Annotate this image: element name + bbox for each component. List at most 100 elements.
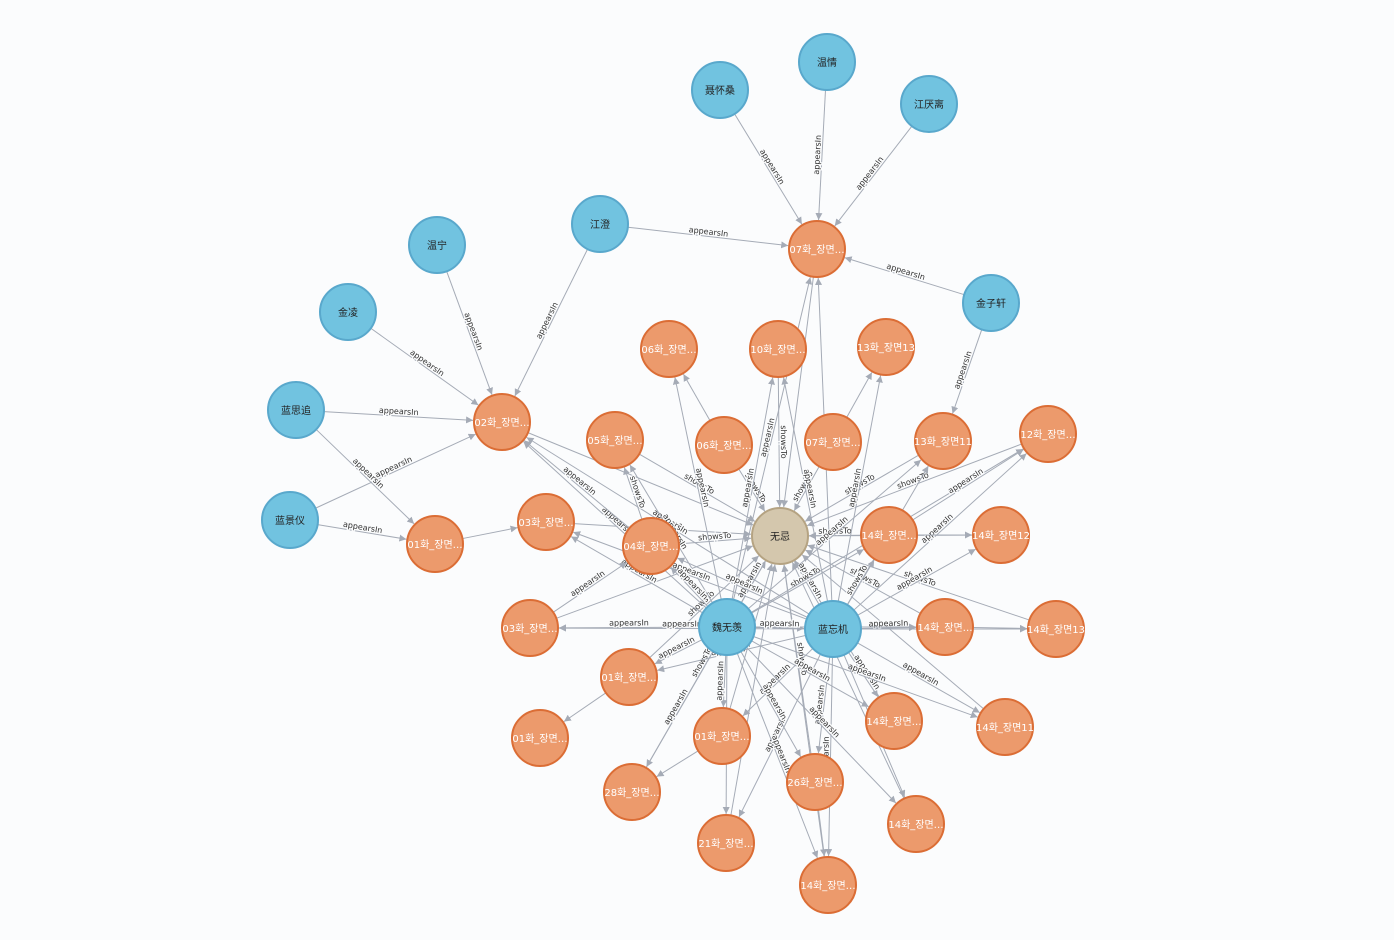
edge-line[interactable] [672,377,722,600]
edge-line[interactable] [527,432,754,526]
edge[interactable] [972,624,1028,632]
edge-line[interactable] [552,561,628,613]
edge-line[interactable] [446,271,493,395]
node-circle[interactable] [571,195,629,253]
node-circle[interactable] [319,283,377,341]
edge[interactable]: appearsIn [514,248,589,397]
edge-line[interactable] [805,549,921,614]
node-scene[interactable]: 13화_장면11 [914,412,972,470]
edge[interactable] [730,564,778,816]
edge[interactable]: appearsIn [713,654,728,708]
edge-line[interactable] [781,276,814,508]
edge-line[interactable] [776,376,784,508]
node-circle[interactable] [695,416,753,474]
edge-line[interactable] [742,648,814,717]
edge-line[interactable] [754,624,805,632]
edge-line[interactable] [370,327,479,406]
node-scene[interactable]: 05화_장면… [586,411,644,469]
node-circle[interactable] [586,411,644,469]
node-scene[interactable]: 02화_장면… [473,393,531,451]
edge-line[interactable] [740,651,802,758]
edge[interactable] [656,750,699,778]
node-circle[interactable] [976,698,1034,756]
node-scene[interactable]: 06화_장면… [640,320,698,378]
edge[interactable]: appearsIn [627,224,789,249]
edge-line[interactable] [627,226,789,249]
edge-line[interactable] [656,750,699,778]
edge-line[interactable] [806,443,1023,527]
node-circle[interactable] [600,648,658,706]
edge[interactable]: appearsIn [951,329,983,414]
node-circle[interactable] [804,600,862,658]
edge[interactable]: appearsIn [834,125,913,227]
node-circle[interactable] [962,274,1020,332]
edge[interactable]: appearsIn [315,433,476,509]
edge-line[interactable] [793,466,820,511]
node-scene[interactable]: 14화_장면… [916,598,974,656]
node-circle[interactable] [900,75,958,133]
edge-line[interactable] [315,429,415,525]
edge-line[interactable] [848,652,879,698]
node-circle[interactable] [798,33,856,91]
edge[interactable]: appearsIn [315,429,415,525]
node-circle[interactable] [517,493,575,551]
edge[interactable]: appearsIn [558,618,806,632]
node-circle[interactable] [1019,405,1077,463]
edge-line[interactable] [677,557,808,618]
edge-line[interactable] [844,256,965,296]
node-circle[interactable] [511,709,569,767]
edge[interactable]: appearsIn [317,519,407,542]
edge-line[interactable] [746,646,897,804]
node-circle[interactable] [501,599,559,657]
node-scene[interactable]: 03화_장면… [501,599,559,657]
node-circle[interactable] [622,517,680,575]
node-circle[interactable] [408,216,466,274]
edge-line[interactable] [815,656,831,754]
edge-line[interactable] [751,548,865,614]
node-person[interactable]: 金凌 [319,283,377,341]
node-circle[interactable] [865,692,923,750]
edge[interactable] [801,554,984,710]
node-person[interactable]: 魏无羡 [698,598,756,656]
edge[interactable]: appearsIn [734,113,803,225]
node-circle[interactable] [698,598,756,656]
node-scene[interactable]: 01화_장면… [511,709,569,767]
node-circle[interactable] [267,381,325,439]
node-person[interactable]: 蓝思追 [267,381,325,439]
edge-line[interactable] [572,531,807,620]
node-circle[interactable] [1027,600,1085,658]
edge-line[interactable] [738,653,821,818]
node-circle[interactable] [804,413,862,471]
node-circle[interactable] [693,707,751,765]
node-circle[interactable] [691,61,749,119]
edge[interactable] [527,432,754,526]
edge[interactable] [682,373,711,421]
node-person[interactable]: 金子轩 [962,274,1020,332]
edge-line[interactable] [678,535,752,545]
edge-line[interactable] [570,536,704,614]
edge-line[interactable] [751,640,869,708]
node-scene[interactable]: 12화_장면… [1019,405,1077,463]
node-circle[interactable] [261,491,319,549]
edge-line[interactable] [623,467,643,520]
edge-line[interactable] [736,652,819,859]
node-scene[interactable]: 28화_장면… [603,763,661,821]
edge[interactable] [563,692,607,723]
node-circle[interactable] [914,412,972,470]
node-scene[interactable]: 26화_장면… [786,753,844,811]
edge[interactable]: showsTo [623,467,648,520]
edge[interactable]: appearsIn [370,327,479,406]
node-scene[interactable]: 03화_장면… [517,493,575,551]
edge[interactable]: appearsIn [323,405,474,424]
edge[interactable]: appearsIn [654,633,703,665]
edge-line[interactable] [646,651,714,768]
edge-line[interactable] [523,440,630,529]
node-circle[interactable] [860,506,918,564]
edge-line[interactable] [791,562,905,799]
edge-line[interactable] [857,642,981,714]
edge[interactable] [846,372,873,418]
node-circle[interactable] [751,507,809,565]
edge[interactable]: appearsIn [552,561,628,613]
edge-line[interactable] [857,548,976,616]
node-circle[interactable] [786,753,844,811]
